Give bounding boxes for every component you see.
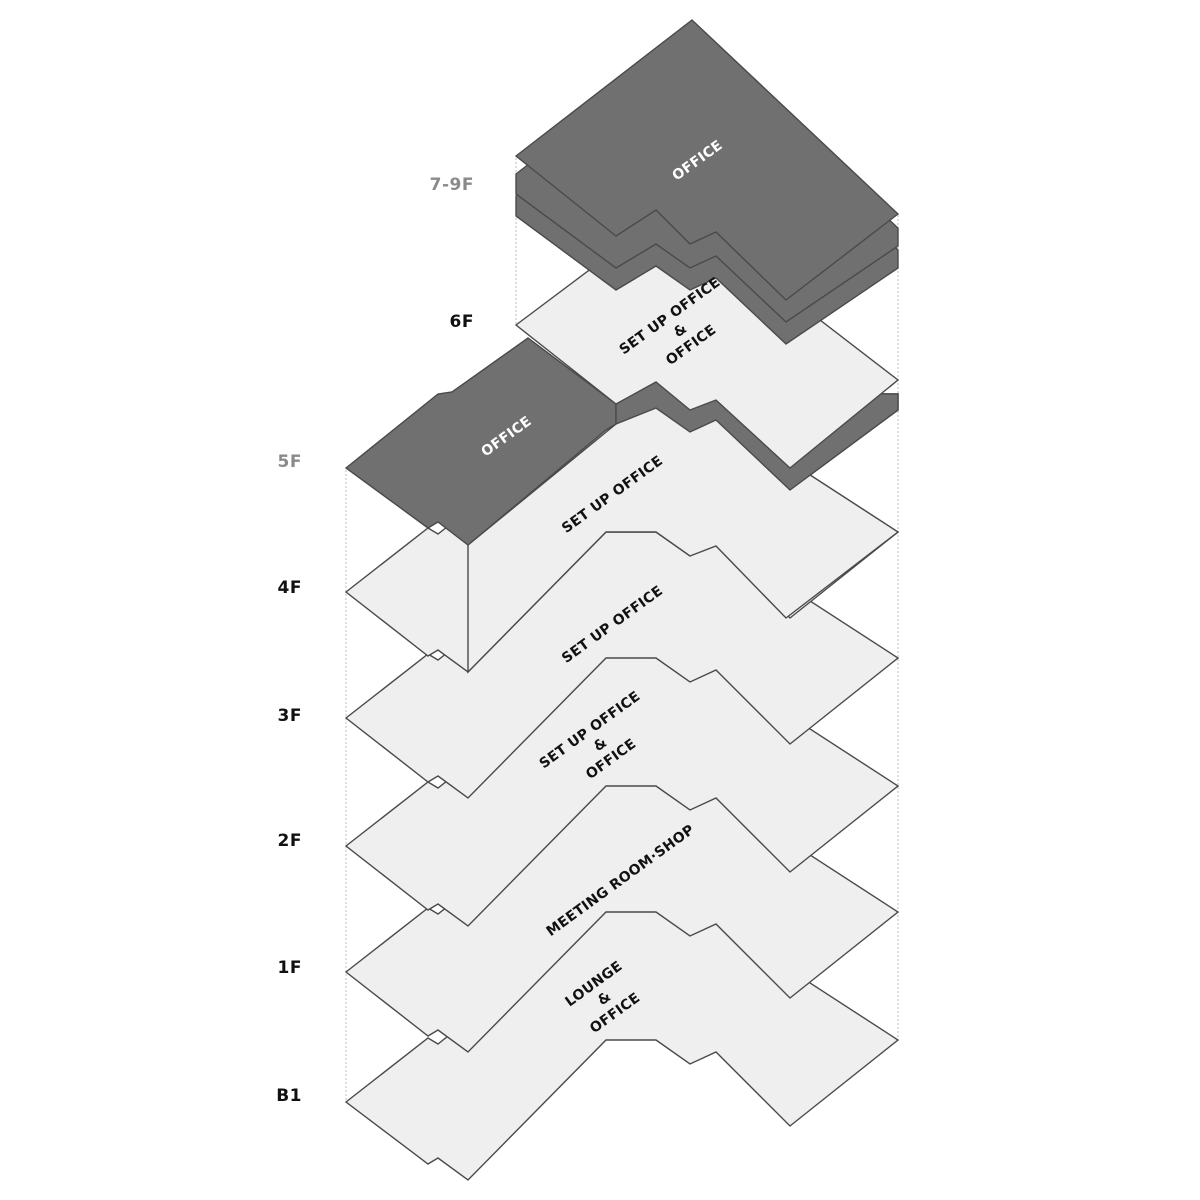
floor-label-7-9f: 7-9F [430, 175, 474, 195]
floor-plates [344, 19, 900, 1181]
floor-label-2f: 2F [278, 831, 302, 851]
floor-labels: 7-9F 6F 5F 4F 3F 2F 1F B1 [276, 175, 474, 1106]
floor-label-1f: 1F [278, 958, 302, 978]
floor-label-5f: 5F [278, 452, 302, 472]
floor-label-b1: B1 [276, 1086, 302, 1106]
floor-label-6f: 6F [450, 312, 474, 332]
floor-label-3f: 3F [278, 706, 302, 726]
floor-label-4f: 4F [278, 578, 302, 598]
plate-9f [514, 19, 900, 301]
